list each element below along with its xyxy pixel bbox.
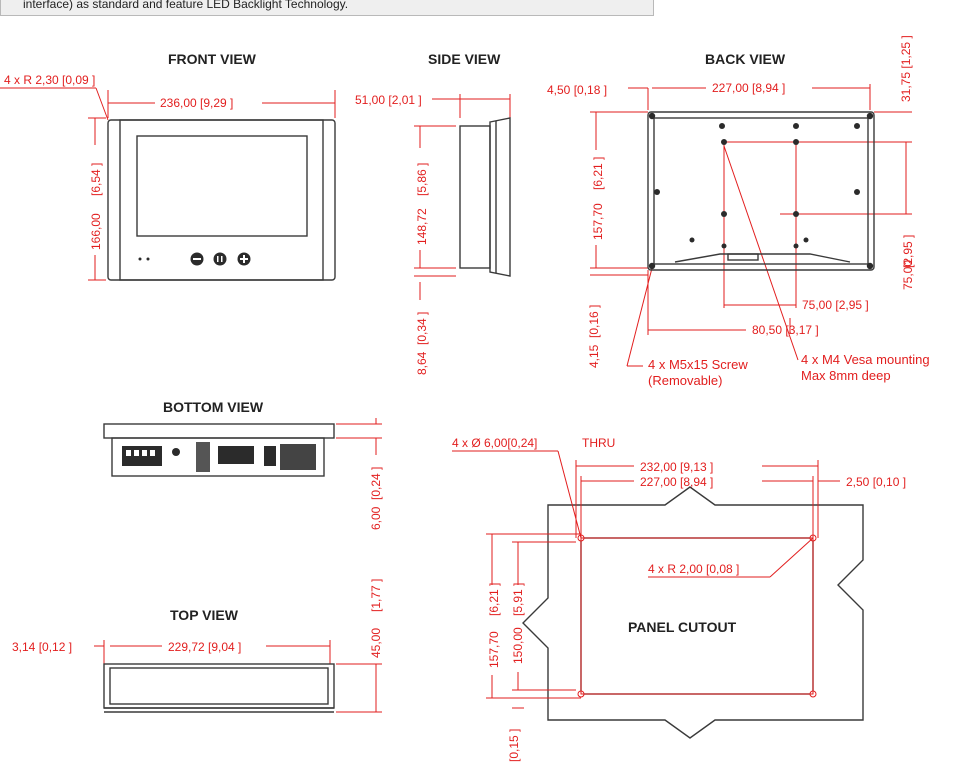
- back-screw-callout-2: (Removable): [648, 373, 722, 388]
- panel-cutout: PANEL CUTOUT 4 x Ø 6,00[0,24] THRU 232,0…: [452, 436, 906, 762]
- front-panel: [119, 119, 324, 281]
- back-vesa-v-in: [2,95 ]: [901, 235, 915, 268]
- top-depth-in: [1,77 ]: [369, 579, 383, 612]
- bottom-port-small: [264, 446, 276, 466]
- front-view-title: FRONT VIEW: [168, 51, 257, 67]
- cutout-thru-label: THRU: [582, 436, 615, 450]
- panel-cutout-title: PANEL CUTOUT: [628, 619, 737, 635]
- side-view-title: SIDE VIEW: [428, 51, 501, 67]
- front-width-label: 236,00 [9,29 ]: [160, 96, 233, 110]
- side-lip-mm: 8,64: [415, 351, 429, 375]
- bottom-depth-mm: 6,00: [369, 506, 383, 530]
- cutout-inner-height-in: [5,91 ]: [511, 583, 525, 616]
- back-top-offset: 31,75 [1,25 ]: [899, 35, 913, 102]
- front-screen: [136, 135, 308, 237]
- cutout-holes: [577, 534, 817, 698]
- cutout-side-gap: 2,50 [0,10 ]: [846, 475, 906, 489]
- back-panel: [647, 111, 875, 271]
- front-height-in: [6,54 ]: [89, 163, 103, 196]
- back-width-label: 227,00 [8,94 ]: [712, 81, 785, 95]
- bottom-bezel: [103, 423, 335, 439]
- description-note-text: interface) as standard and feature LED B…: [23, 0, 349, 11]
- plus-button-icon: [237, 252, 251, 266]
- cutout-holes-label: 4 x Ø 6,00[0,24]: [452, 436, 537, 450]
- back-screw-holes: [648, 112, 874, 270]
- back-view-title: BACK VIEW: [705, 51, 786, 67]
- top-width-label: 229,72 [9,04 ]: [168, 640, 241, 654]
- top-view-title: TOP VIEW: [170, 607, 239, 623]
- minus-button-icon: [190, 252, 204, 266]
- back-height-in: [6,21 ]: [591, 157, 605, 190]
- top-body: [103, 663, 335, 709]
- back-inner: [653, 117, 869, 265]
- back-vesa-h-label: 75,00 [2,95 ]: [802, 298, 869, 312]
- back-bottom-offset-in: [0,16 ]: [587, 305, 601, 338]
- cutout-outer-height-mm: 157,70: [487, 631, 501, 668]
- cutout-bottom-gap: [0,15 ]: [507, 729, 521, 762]
- cutout-corner-radius: 4 x R 2,00 [0,08 ]: [648, 562, 739, 576]
- back-vesa-callout-2: Max 8mm deep: [801, 368, 891, 383]
- back-vesa-offset-label: 80,50 [3,17 ]: [752, 323, 819, 337]
- bottom-view: BOTTOM VIEW 6,00 [0,24 ]: [103, 399, 383, 530]
- bottom-port-round: [172, 448, 180, 456]
- side-height-in: [5,86 ]: [415, 163, 429, 196]
- side-lip-in: [0,34 ]: [415, 312, 429, 345]
- front-radius-label: 4 x R 2,30 [0,09 ]: [4, 73, 95, 87]
- back-view: BACK VIEW 4,50 [0,18 ] 227,00 [8,94 ] 31…: [547, 35, 930, 388]
- back-vesa-v-mm: 75,00: [901, 260, 915, 290]
- back-bottom-offset-mm: 4,15: [587, 344, 601, 368]
- description-note: interface) as standard and feature LED B…: [0, 0, 654, 16]
- menu-button-icon: [213, 252, 227, 266]
- bottom-depth-in: [0,24 ]: [369, 467, 383, 500]
- cutout-inner-width: 227,00 [8,94 ]: [640, 475, 713, 489]
- panel-outline: [522, 486, 864, 739]
- bottom-body: [111, 437, 325, 477]
- cutout-outer-width: 232,00 [9,13 ]: [640, 460, 713, 474]
- back-left-offset: 4,50 [0,18 ]: [547, 83, 607, 97]
- side-depth-label: 51,00 [2,01 ]: [355, 93, 422, 107]
- bottom-view-title: BOTTOM VIEW: [163, 399, 264, 415]
- side-body: [459, 125, 491, 269]
- top-offset-label: 3,14 [0,12 ]: [12, 640, 72, 654]
- bottom-vent-2: [280, 444, 316, 470]
- bottom-vent-1: [196, 442, 210, 472]
- bottom-db-connector: [218, 446, 254, 464]
- side-height-mm: 148,72: [415, 208, 429, 245]
- top-inner: [109, 667, 329, 705]
- top-view: TOP VIEW 3,14 [0,12 ] 229,72 [9,04 ] 45,…: [12, 579, 383, 713]
- back-height-mm: 157,70: [591, 203, 605, 240]
- front-height-mm: 166,00: [89, 213, 103, 250]
- back-vesa-callout-1: 4 x M4 Vesa mounting: [801, 352, 930, 367]
- cutout-outer-height-in: [6,21 ]: [487, 583, 501, 616]
- side-bezel: [489, 117, 511, 277]
- top-depth-mm: 45,00: [369, 628, 383, 658]
- cutout-inner-height-mm: 150,00: [511, 627, 525, 664]
- back-screw-callout-1: 4 x M5x15 Screw: [648, 357, 748, 372]
- side-view: SIDE VIEW 51,00 [2,01 ] 148,72 [5,86 ] 8…: [355, 51, 511, 375]
- front-view: FRONT VIEW 4 x R 2,30 [0,09 ] 236,00 [9,…: [0, 51, 336, 281]
